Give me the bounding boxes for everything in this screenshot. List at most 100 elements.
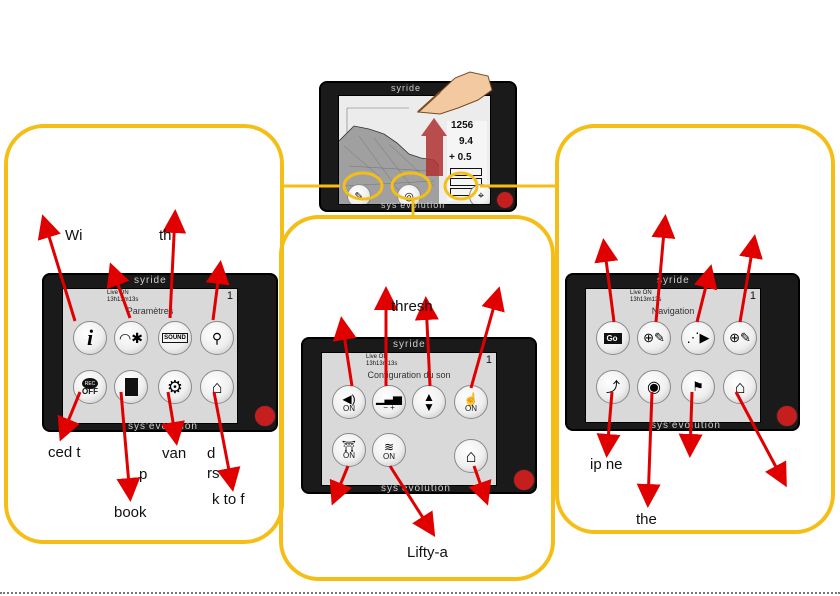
callout-label: book: [114, 504, 147, 521]
windsock-button[interactable]: ⚑: [681, 370, 715, 404]
screen-title: Navigation: [651, 306, 695, 316]
right-device-brand: syride: [657, 275, 690, 286]
brand-logo: [254, 405, 276, 427]
arrow: [738, 234, 763, 323]
path-button[interactable]: ⤴: [596, 370, 630, 404]
arrow: [594, 238, 619, 323]
arrow: [205, 260, 230, 321]
middle-device-brand-bottom: sys'evolution: [381, 483, 451, 494]
altitude-value: 1256: [451, 120, 474, 131]
screen-title: Paramètres: [126, 306, 174, 316]
gps-button[interactable]: ⚲: [200, 321, 234, 355]
waypoint-edit-button[interactable]: ⊕✎: [637, 321, 671, 355]
volume-minus-plus: − +: [383, 403, 395, 412]
arrow: [57, 391, 82, 442]
arrow: [468, 465, 492, 506]
arrow: [734, 391, 787, 488]
home-button[interactable]: ⌂: [723, 370, 757, 404]
go-icon: Go: [604, 332, 622, 344]
callout-label: van: [162, 445, 187, 462]
view-button[interactable]: ◉: [637, 370, 671, 404]
lifty-air-button[interactable]: ≋ON: [372, 433, 406, 467]
live-status: Live ON: [630, 290, 652, 296]
right-panel-frame: [555, 124, 835, 534]
bottom-rule: [0, 592, 840, 594]
wifi-bluetooth-button[interactable]: ◠✱: [114, 321, 148, 355]
home-icon: ⌂: [211, 376, 223, 397]
callout-label: thresh: [391, 298, 433, 315]
middle-panel-frame: [279, 215, 555, 581]
sound-wave-icon: ◎: [404, 190, 414, 203]
touch-state: ON: [465, 403, 477, 413]
thermal-button[interactable]: ⛩ON: [332, 433, 366, 467]
logbook-icon: [124, 378, 138, 396]
sound-toggle-button[interactable]: ◀)ON: [332, 385, 366, 419]
sound-icon: SOUND: [162, 333, 188, 343]
live-status: Live ON: [107, 290, 129, 296]
wrench-icon: ✎: [354, 190, 364, 203]
touch-sound-button[interactable]: ☝ON: [454, 385, 488, 419]
home-icon: ⌂: [465, 445, 477, 466]
gauge-bar: [450, 178, 482, 186]
pointing-hand-icon: [416, 71, 493, 115]
highlight-circle: [390, 171, 432, 201]
thermal-state: ON: [343, 451, 355, 460]
threshold-button[interactable]: ▲▼: [412, 385, 446, 419]
callout-label: p: [139, 466, 148, 483]
volume-icon: ◀): [342, 391, 356, 406]
status-bar: Live ON 13h13m13s 1: [586, 289, 760, 305]
waves-icon: ≋: [383, 439, 395, 454]
sound-settings-button[interactable]: SOUND: [158, 321, 192, 355]
arrow: [116, 391, 141, 502]
callout-label: the: [636, 511, 657, 528]
record-state: OFF: [82, 387, 98, 396]
home-icon: ⌂: [734, 376, 746, 397]
logbook-button[interactable]: [114, 370, 148, 404]
callout-label: ced t: [48, 444, 81, 461]
callout-label: d: [207, 445, 216, 462]
arrow: [161, 391, 185, 446]
lifty-state: ON: [383, 451, 395, 461]
home-button[interactable]: ⌂: [454, 439, 488, 473]
gain-value: + 0.5: [449, 152, 472, 163]
left-device-screen: Live ON 13h13m13s 1 Paramètres i ◠✱ SOUN…: [62, 288, 238, 424]
callout-label: rs: [207, 465, 220, 482]
up-down-arrows-icon: ▲▼: [423, 390, 435, 414]
sound-state: ON: [343, 403, 355, 413]
volume-button[interactable]: ▁▃▅− +: [372, 385, 406, 419]
right-device: syride Live ON 13h13m13s 1 Navigation Go…: [565, 273, 800, 431]
windsock-icon: ⚑: [692, 379, 704, 394]
arrow: [678, 391, 703, 458]
status-bar: Live ON 13h13m13s 1: [322, 353, 496, 369]
page-number: 1: [226, 290, 233, 302]
callout-label: k to f: [212, 491, 245, 508]
map-icon: ⌖: [477, 189, 485, 202]
right-device-screen: Live ON 13h13m13s 1 Navigation Go ⊕✎ ⋰▶ …: [585, 288, 761, 423]
vario-value: 9.4: [459, 136, 473, 147]
arrow: [162, 209, 187, 319]
route-play-button[interactable]: ⋰▶: [681, 321, 715, 355]
gauge-bar: [450, 168, 482, 176]
advanced-settings-button[interactable]: ⚙: [158, 370, 192, 404]
brand-logo: [513, 469, 535, 491]
callout-label: th: [159, 227, 172, 244]
satellite-icon: ⚲: [211, 329, 223, 346]
path-icon: ⤴: [606, 379, 620, 395]
arrow: [636, 391, 661, 508]
highlight-circle: [342, 171, 384, 201]
left-device: syride Live ON 13h13m13s 1 Paramètres i …: [42, 273, 278, 432]
top-nav-button[interactable]: ⌖: [469, 184, 490, 204]
info-button[interactable]: i: [73, 321, 107, 355]
page-number: 1: [749, 290, 756, 302]
flight-time: 13h13m13s: [366, 361, 398, 367]
arrow: [212, 391, 241, 492]
arrow: [332, 316, 357, 387]
page-number: 1: [485, 354, 492, 366]
arrow: [106, 262, 132, 319]
arrow: [469, 286, 505, 389]
info-icon: i: [86, 325, 94, 350]
home-button[interactable]: ⌂: [200, 370, 234, 404]
volume-bars-icon: ▁▃▅: [376, 393, 402, 405]
top-device-brand: syride: [391, 83, 422, 93]
